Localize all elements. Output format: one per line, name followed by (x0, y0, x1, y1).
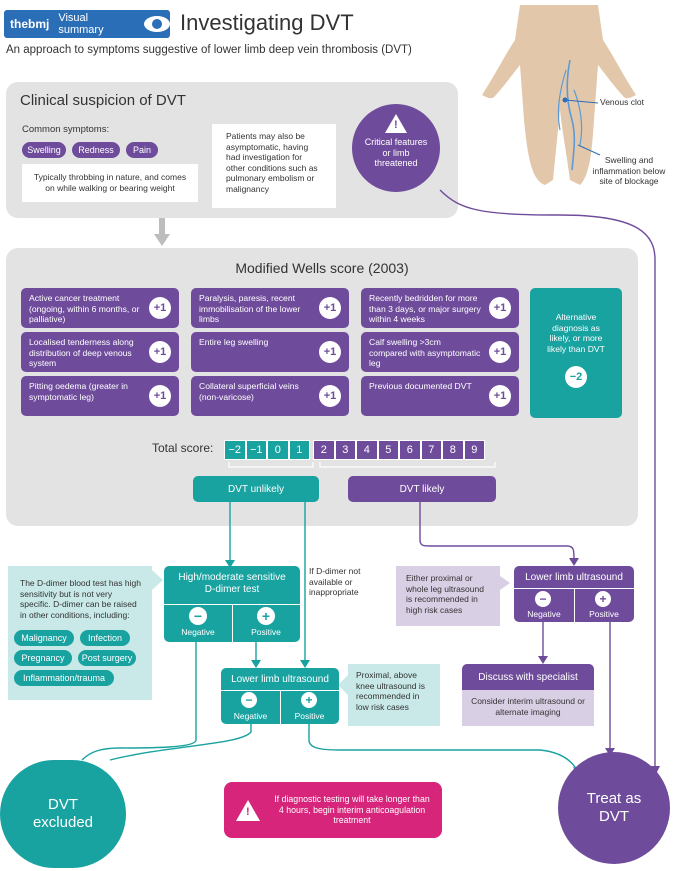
criterion-text: Entire leg swelling (199, 337, 269, 347)
criterion-score: +1 (149, 341, 171, 363)
suspicion-title: Clinical suspicion of DVT (20, 92, 186, 109)
no-ddimer-note: If D-dimer not available or inappropriat… (309, 566, 361, 597)
ddimer-negative: Negative (181, 627, 215, 637)
wells-title: Modified Wells score (2003) (235, 260, 409, 276)
lower-us-note: Proximal, above knee ultrasound is recom… (348, 664, 440, 726)
specialist-note: Consider interim ultrasound or alternate… (462, 690, 594, 726)
score-cell-likely: 6 (399, 440, 421, 460)
likely-us-negative: Negative (527, 609, 561, 619)
pain-note: Typically throbbing in nature, and comes… (22, 164, 198, 202)
criterion-score: +1 (319, 341, 341, 363)
critical-label: Critical features or limb threatened (364, 137, 428, 168)
plus-icon: + (301, 692, 317, 708)
asymptomatic-note: Patients may also be asymptomatic, havin… (212, 124, 336, 208)
label-swelling: Swelling and inflammation below site of … (592, 155, 666, 186)
visual-summary-badge: thebmj Visual summary (4, 10, 170, 38)
alternative-text: Alternative diagnosis as likely, or more… (547, 312, 605, 354)
criterion-score: +1 (489, 297, 511, 319)
criterion-text: Localised tenderness along distribution … (29, 337, 134, 368)
condition-inflammation: Inflammation/trauma (14, 670, 114, 686)
treat-as-dvt-circle: Treat as DVT (558, 752, 670, 864)
minus-icon: − (535, 591, 551, 607)
critical-features-circle: ! Critical features or limb threatened (352, 104, 440, 192)
warning-text: If diagnostic testing will take longer t… (274, 794, 430, 826)
plus-icon: + (595, 591, 611, 607)
condition-infection: Infection (80, 630, 130, 646)
ddimer-test-label: High/moderate sensitive D-dimer test (178, 572, 286, 595)
ddimer-test-box: High/moderate sensitive D-dimer test − +… (164, 566, 300, 642)
dvt-unlikely-box: DVT unlikely (193, 476, 319, 502)
brand-logo: thebmj (10, 17, 50, 31)
condition-malignancy: Malignancy (14, 630, 74, 646)
criterion-score: +1 (489, 341, 511, 363)
likely-us-note: Either proximal or whole leg ultrasound … (396, 566, 500, 626)
dvt-likely-box: DVT likely (348, 476, 496, 502)
lower-us-box: Lower limb ultrasound − + Negative Posit… (221, 668, 339, 724)
criterion-score: +1 (489, 385, 511, 407)
likely-us-positive: Positive (589, 609, 619, 619)
anticoagulation-warning: ! If diagnostic testing will take longer… (224, 782, 442, 838)
criterion-score: +1 (319, 385, 341, 407)
score-cell-unlikely: −2 (224, 440, 246, 460)
score-cell-likely: 7 (420, 440, 442, 460)
ddimer-positive: Positive (251, 627, 281, 637)
score-cell-likely: 2 (313, 440, 335, 460)
condition-pregnancy: Pregnancy (14, 650, 72, 666)
badge-label: Visual summary (58, 12, 104, 36)
symptoms-label: Common symptoms: (22, 124, 110, 135)
criterion-text: Paralysis, paresis, recent immobilisatio… (199, 293, 301, 324)
dvt-excluded-circle: DVT excluded (0, 760, 126, 868)
eye-icon (144, 16, 170, 32)
label-venous-clot: Venous clot (600, 97, 644, 107)
score-cell-unlikely: 0 (267, 440, 289, 460)
alternative-score: −2 (565, 366, 587, 388)
score-cell-unlikely: −1 (245, 440, 267, 460)
score-cell-likely: 4 (356, 440, 378, 460)
plus-icon: + (257, 607, 275, 625)
symptom-pain: Pain (126, 142, 158, 158)
score-cell-likely: 5 (377, 440, 399, 460)
lower-us-negative: Negative (233, 711, 268, 721)
score-cell-likely: 8 (442, 440, 464, 460)
score-cell-likely: 3 (334, 440, 356, 460)
criterion-text: Previous documented DVT (369, 381, 472, 391)
lower-us-label: Lower limb ultrasound (231, 674, 329, 685)
ddimer-note: The D-dimer blood test has high sensitiv… (20, 578, 141, 620)
score-cell-likely: 9 (463, 440, 485, 460)
alternative-diagnosis-box: Alternative diagnosis as likely, or more… (530, 288, 622, 418)
lower-us-positive: Positive (294, 711, 325, 721)
score-cell-unlikely: 1 (288, 440, 310, 460)
minus-icon: − (189, 607, 207, 625)
warning-triangle-icon: ! (236, 799, 260, 821)
total-score-label: Total score: (152, 441, 214, 455)
minus-icon: − (241, 692, 257, 708)
likely-us-box: Lower limb ultrasound − + Negative Posit… (514, 566, 634, 622)
page-title: Investigating DVT (180, 10, 354, 35)
warning-triangle-icon: ! (385, 114, 407, 133)
criterion-text: Recently bedridden for more than 3 days,… (369, 293, 481, 324)
criterion-text: Pitting oedema (greater in symptomatic l… (29, 381, 128, 402)
likely-us-label: Lower limb ultrasound (525, 572, 623, 583)
condition-post-surgery: Post surgery (78, 650, 136, 666)
symptom-swelling: Swelling (22, 142, 66, 158)
symptom-redness: Redness (72, 142, 120, 158)
criterion-text: Collateral superficial veins (non-varico… (199, 381, 299, 402)
criterion-text: Active cancer treatment (ongoing, within… (29, 293, 140, 324)
criterion-score: +1 (149, 297, 171, 319)
criterion-score: +1 (319, 297, 341, 319)
criterion-text: Calf swelling >3cm compared with asympto… (369, 337, 481, 368)
specialist-box: Discuss with specialist (462, 664, 594, 690)
criterion-score: +1 (149, 385, 171, 407)
page-subtitle: An approach to symptoms suggestive of lo… (6, 44, 412, 56)
